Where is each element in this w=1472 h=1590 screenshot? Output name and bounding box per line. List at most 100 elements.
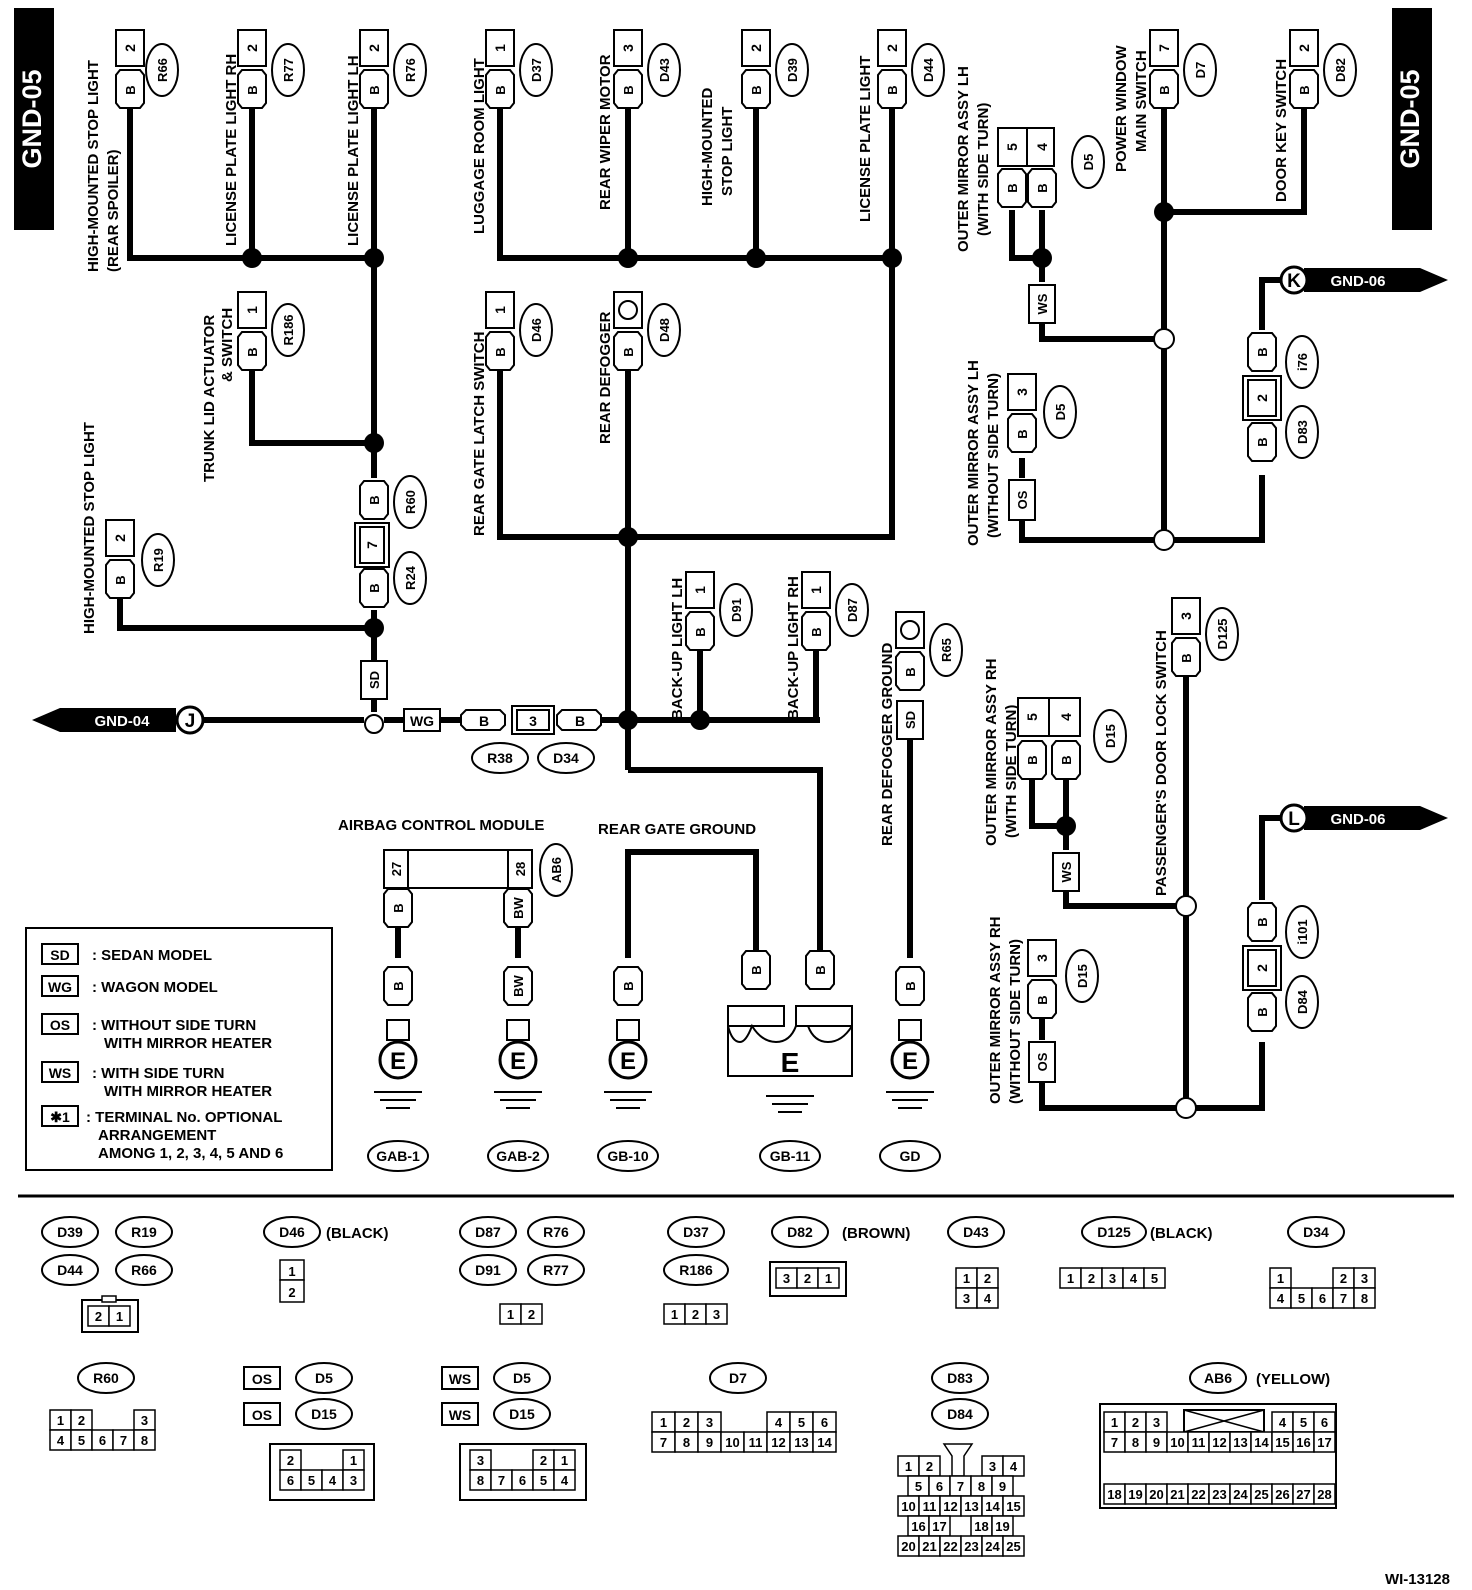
connector-ref-oval (719, 583, 753, 637)
connector-ref: D15 (1075, 964, 1090, 988)
gb11-b2: B (805, 950, 835, 990)
connector-ref-oval (1205, 607, 1239, 661)
label-backup-lh: BACK-UP LIGHT LH (669, 578, 686, 720)
ws-box-bottom: WS (1052, 852, 1080, 892)
svg-text:12: 12 (1212, 1435, 1226, 1450)
svg-text:20: 20 (901, 1539, 915, 1554)
svg-text:8: 8 (1361, 1291, 1368, 1306)
ground-gab1: E (374, 1019, 422, 1109)
svg-text:E: E (510, 1048, 526, 1075)
svg-text:2: 2 (683, 1415, 690, 1430)
face-ref-r76: R76 (527, 1216, 585, 1248)
svg-text:16: 16 (1296, 1435, 1310, 1450)
svg-text:12: 12 (943, 1499, 957, 1514)
svg-text:15: 15 (1006, 1499, 1020, 1514)
connector-ref: D125 (1215, 618, 1230, 649)
splice-dots (364, 328, 1197, 1119)
svg-text:2: 2 (804, 1271, 811, 1286)
svg-text:2: 2 (692, 1307, 699, 1322)
label-rear-wiper-motor: REAR WIPER MOTOR (597, 54, 614, 210)
svg-text:3: 3 (713, 1307, 720, 1322)
face-ref-d83: D83 (931, 1362, 989, 1394)
os-box-bottom: OS (1028, 1041, 1056, 1083)
svg-text:1: 1 (116, 1309, 123, 1324)
face-d46: 12 (279, 1259, 305, 1303)
connector-ref: R186 (281, 314, 296, 345)
d83-b: B (1247, 422, 1277, 462)
svg-text:5: 5 (1151, 1271, 1158, 1286)
d82-color: (BROWN) (842, 1225, 910, 1242)
svg-text:B: B (1255, 437, 1270, 446)
svg-text:B: B (1059, 755, 1074, 764)
connector-ref: i76 (1295, 353, 1310, 371)
svg-text:R76: R76 (543, 1224, 569, 1240)
connector-ref-oval (929, 623, 963, 677)
svg-text:WS: WS (1035, 293, 1050, 314)
ground-gb10-ref: GB-10 (597, 1140, 659, 1172)
svg-text:OS: OS (252, 1371, 272, 1387)
svg-text:R19: R19 (131, 1224, 157, 1240)
svg-text:1: 1 (671, 1307, 678, 1322)
d5-b-5: B (997, 168, 1027, 208)
joint-r60-r24: 7 (354, 522, 390, 568)
face-ref-r66: R66 (115, 1254, 173, 1286)
pin-number: 3 (1034, 954, 1050, 962)
os-box-top: OS (1008, 479, 1036, 521)
gb11-b1: B (741, 950, 771, 990)
svg-text:D87: D87 (475, 1224, 501, 1240)
svg-text:3: 3 (529, 713, 537, 729)
legend-star-desc2: ARRANGEMENT (98, 1127, 216, 1144)
svg-text:B: B (1025, 755, 1040, 764)
svg-text:GAB-2: GAB-2 (496, 1148, 540, 1164)
wire-color: B (113, 575, 128, 584)
svg-text:7: 7 (364, 541, 380, 549)
label-outer-rh-os-note: (WITHOUT SIDE TURN) (1007, 939, 1024, 1104)
connector-ref-oval (519, 303, 553, 357)
legend-star-key: ✱1 (50, 1109, 70, 1125)
svg-text:10: 10 (1170, 1435, 1184, 1450)
connector-ref-oval (647, 43, 681, 97)
legend-box: SD : SEDAN MODEL WG : WAGON MODEL OS : W… (25, 927, 333, 1171)
svg-text:D91: D91 (475, 1262, 501, 1278)
face-os-key2: OS (243, 1402, 281, 1426)
svg-text:GB-10: GB-10 (607, 1148, 648, 1164)
svg-text:D7: D7 (729, 1370, 747, 1386)
svg-text:GND-06: GND-06 (1330, 273, 1385, 290)
junction-dots (242, 202, 1174, 836)
svg-text:E: E (781, 1047, 800, 1078)
connector-ref: AB6 (549, 857, 564, 883)
legend-ws-desc2: WITH MIRROR HEATER (104, 1083, 272, 1100)
svg-text:D5: D5 (315, 1370, 333, 1386)
wg-box: WG (403, 708, 441, 732)
wire-color: B (749, 85, 764, 94)
svg-text:1: 1 (1277, 1271, 1284, 1286)
svg-text:28: 28 (513, 862, 528, 876)
gnd06-arrow-l: GND-06 L (1279, 803, 1448, 833)
svg-text:GD: GD (900, 1148, 921, 1164)
svg-text:D44: D44 (57, 1262, 83, 1278)
svg-text:1: 1 (350, 1453, 357, 1468)
label-outer-rh-ws: OUTER MIRROR ASSY RH (983, 658, 1000, 846)
ab6-color: (YELLOW) (1256, 1371, 1330, 1388)
svg-text:22: 22 (943, 1539, 957, 1554)
airbag-label: AIRBAG CONTROL MODULE (338, 817, 544, 834)
svg-text:1: 1 (660, 1415, 667, 1430)
connector-ref: R60 (403, 490, 418, 514)
connector-ref-oval (911, 43, 945, 97)
connector-ref: D84 (1295, 989, 1310, 1014)
face-ref-d91: D91 (459, 1254, 517, 1286)
svg-text:2: 2 (1254, 964, 1270, 972)
svg-text:23: 23 (1212, 1487, 1226, 1502)
